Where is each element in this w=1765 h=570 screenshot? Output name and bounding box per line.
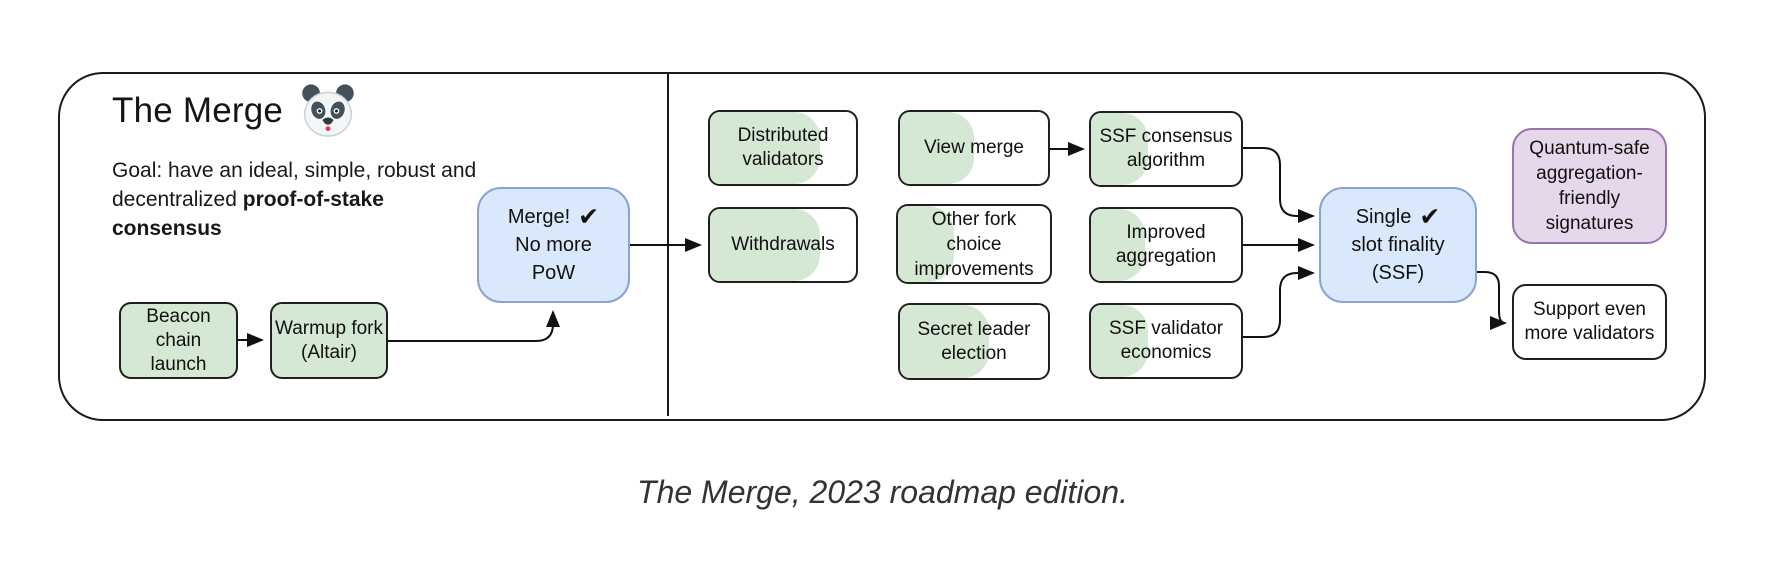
label-line: more validators (1524, 323, 1655, 344)
progress-fill (1091, 113, 1148, 185)
label-line: (Altair) (301, 341, 357, 363)
label-line: PoW (531, 262, 576, 284)
label-line: algorithm (1126, 150, 1206, 171)
label-line: friendly (1558, 188, 1621, 209)
page-title: The Merge (112, 91, 284, 130)
label-line: slot finality (1351, 234, 1445, 256)
progress-fill (900, 305, 989, 378)
label-line: Support even (1532, 299, 1646, 320)
label-line: Warmup fork (274, 317, 384, 339)
label-line: Quantum-safe (1529, 138, 1650, 159)
figure-caption: The Merge, 2023 roadmap edition. (637, 474, 1128, 510)
progress-fill (710, 112, 820, 184)
label-line: No more (515, 234, 592, 256)
label-line: SSF consensus (1099, 126, 1233, 147)
label-line: signatures (1545, 213, 1634, 234)
label-line: SSF validator (1108, 318, 1224, 339)
label-line: validators (742, 149, 824, 170)
progress-fill (898, 206, 955, 282)
label-line: Withdrawals (731, 234, 835, 255)
node-improved-aggregation: Improved aggregation (1089, 207, 1243, 283)
label-line: aggregation (1115, 246, 1217, 267)
progress-fill (900, 112, 974, 184)
node-merge-no-more-pow: Merge!✔ No more PoW (477, 187, 630, 303)
label-line: election (941, 342, 1007, 364)
label-line: (SSF) (1371, 262, 1425, 284)
label-line: aggregation- (1536, 163, 1643, 184)
checkmark-icon: ✔ (1419, 203, 1441, 231)
node-ssf-consensus-algorithm: SSF consensus algorithm (1089, 111, 1243, 187)
label-line: Merge!✔ (507, 203, 600, 231)
node-distributed-validators: Distributed validators (708, 110, 858, 186)
node-other-fork-choice-improvements: Other fork choice improvements (896, 204, 1052, 284)
diagram-border (58, 72, 1706, 421)
node-withdrawals: Withdrawals (708, 207, 858, 283)
panda-icon (299, 82, 357, 140)
goal-text-normal: Goal: have an ideal, simple, robust and … (112, 159, 477, 211)
label-line: economics (1120, 342, 1212, 363)
label-line: Other fork (931, 208, 1017, 230)
label-line: improvements (914, 258, 1034, 280)
node-view-merge: View merge (898, 110, 1050, 186)
label-line: View merge (924, 137, 1024, 158)
progress-fill (710, 209, 820, 281)
label-line: Single✔ (1355, 203, 1441, 231)
goal-text-bold: proof-of-stake consensus (112, 188, 384, 240)
label-line: Distributed (737, 125, 829, 146)
node-quantum-safe-signatures: Quantum-safe aggregation-friendly signatur… (1512, 128, 1667, 244)
node-ssf-validator-economics: SSF validator economics (1089, 303, 1243, 379)
node-support-more-validators: Support even more validators (1512, 284, 1667, 360)
goal-text: Goal: have an ideal, simple, robust and … (112, 156, 484, 243)
label-line: choice (946, 233, 1002, 255)
progress-fill (1091, 305, 1148, 377)
node-warmup-fork-altair: Warmup fork(Altair) (270, 302, 388, 379)
label-line: Secret leader (917, 318, 1031, 340)
label-line: Beacon chain (146, 305, 211, 351)
node-single-slot-finality: Single✔ slot finality (SSF) (1319, 187, 1477, 303)
label-line: Improved (1126, 222, 1206, 243)
label-line: launch (150, 353, 207, 375)
checkmark-icon: ✔ (578, 203, 600, 231)
progress-fill (1091, 209, 1145, 281)
